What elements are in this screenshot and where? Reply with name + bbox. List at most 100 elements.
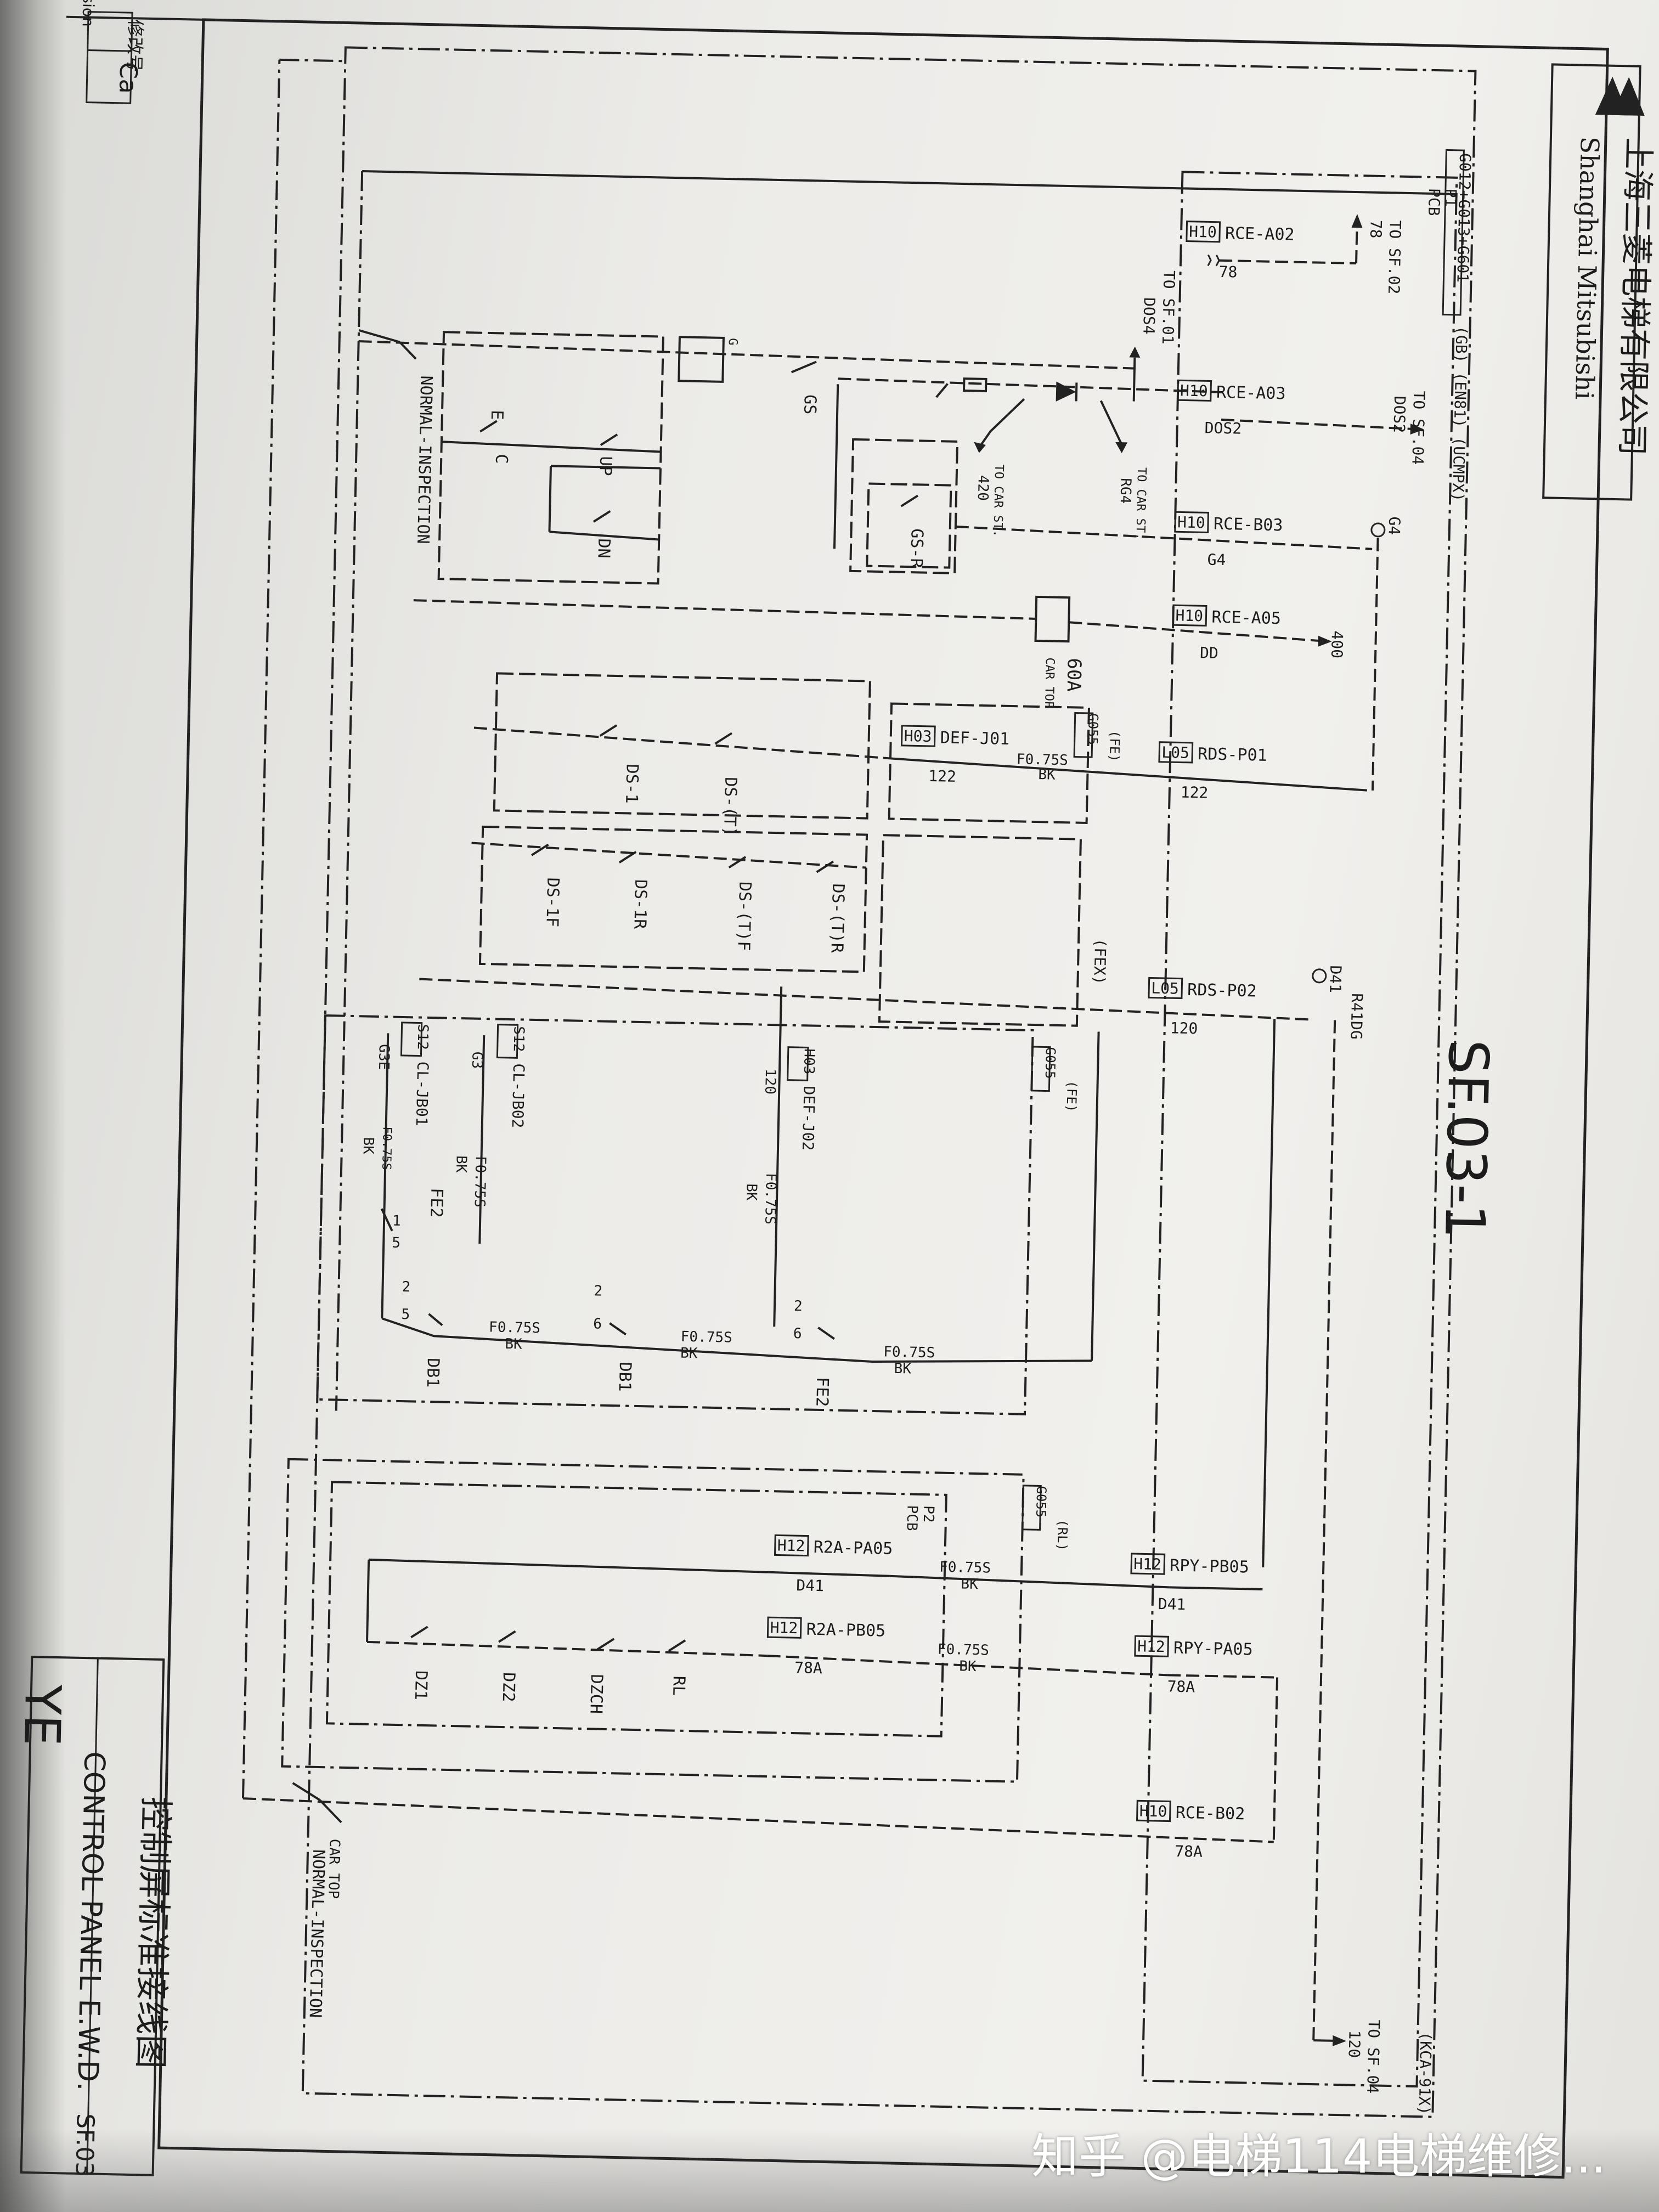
c-label: C: [492, 454, 511, 464]
schematic-label: F0.75S: [379, 1126, 394, 1170]
ds-tr-label: DS-(T)R: [827, 883, 848, 953]
schematic-label: D41: [796, 1576, 824, 1595]
schematic-label: DOS2: [1390, 396, 1409, 433]
board-pcb: PCB: [1425, 188, 1443, 216]
schematic-label: RCE-B02: [1175, 1803, 1245, 1824]
rce-a02: H10 RCE-A02 78 TO SF.02 78: [1186, 214, 1404, 295]
company-block: 上海三菱电梯有限公司 Shanghai Mitsubishi: [1542, 63, 1657, 501]
rl-block: [281, 1458, 1025, 1783]
gs-label: GS: [800, 394, 820, 415]
rds-p02: L05 RDS-P02 120 D41 R41DG: [419, 965, 1366, 1568]
board-top: G012+G013+G601: [1453, 153, 1474, 283]
dzch-label: DZCH: [586, 1674, 606, 1714]
dz1-label: DZ1: [411, 1671, 431, 1701]
schematic-label: H10: [1175, 606, 1203, 625]
schematic-label: 2: [594, 1283, 602, 1299]
schematic-label: F0.75S: [680, 1329, 732, 1346]
title-en: CONTROL PANEL E.W.D.: [71, 1751, 111, 2091]
title-block: 控制屏标准接线图 CONTROL PANEL E.W.D. SF.03 YE: [13, 1655, 176, 2177]
schematic-label: DEF-J01: [940, 728, 1009, 749]
schematic-label: 5: [401, 1306, 410, 1323]
schematic-label: 6: [593, 1316, 602, 1332]
schematic-label: L05: [1151, 979, 1179, 997]
fuse-sub: CAR TOP: [1042, 657, 1057, 708]
schematic-label: 122: [1180, 783, 1208, 802]
schematic-label: D41: [1326, 965, 1345, 993]
schematic-label: F0.75S: [1017, 751, 1069, 769]
title-code: YE: [13, 1683, 71, 1746]
schematic-label: 78A: [1167, 1677, 1195, 1696]
rpy-pa05: H12 RPY-PA05 78A: [1134, 1635, 1279, 1842]
db1-right: DB1: [615, 1362, 635, 1392]
schematic-label: S12: [414, 1024, 431, 1050]
fe2-upper: FE2: [426, 1188, 446, 1218]
normal-inspection-top: NORMAL-INSPECTION: [413, 375, 436, 544]
schematic-label: BK: [894, 1361, 911, 1378]
schematic-label: H10: [1139, 1802, 1167, 1820]
ds1r-label: DS-1R: [630, 879, 650, 930]
schematic-label: R2A-PB05: [806, 1620, 885, 1641]
dz2-label: DZ2: [499, 1672, 518, 1702]
schematic-label: H03: [904, 727, 932, 746]
cl-jb02: S12 CL-JB02 G3: [469, 1024, 528, 1128]
sheet-id: SF.03-1: [1432, 1039, 1501, 1239]
rce-a05: 60A CAR TOP H10 RCE-A05 DD 400: [413, 595, 1346, 708]
e-label: E: [487, 410, 506, 420]
schematic-label: H10: [1189, 223, 1217, 241]
revision-block: 修改号 sion Ca: [79, 0, 146, 104]
panel-boundary: [301, 46, 1477, 2118]
schematic-label: R2A-PA05: [813, 1538, 893, 1559]
schematic-label: H12: [1137, 1637, 1165, 1656]
door-switch-block-fe: [473, 672, 1091, 824]
cl-jb01: S12 CL-JB01 G3E: [375, 1022, 432, 1126]
schematic-label: RG4: [1117, 478, 1134, 504]
schematic-label: RCE-B03: [1214, 515, 1283, 535]
schematic-label: G4: [1385, 516, 1404, 535]
schematic-label: F0.75S: [761, 1173, 779, 1225]
schematic-label: 120: [1170, 1019, 1198, 1037]
schematic-label: TO SF.02: [1385, 220, 1404, 295]
to-sf01: TO SF.01: [1159, 270, 1178, 345]
schematic-label: TO CAR ST.: [1133, 467, 1148, 540]
schematic-label: BK: [453, 1155, 470, 1173]
schematic-label: F0.75S: [489, 1319, 541, 1336]
inspection-switch-block: [358, 329, 665, 585]
schematic-label: PCB: [903, 1505, 920, 1531]
schematic-label: 78: [1218, 263, 1237, 281]
fex-label: (FEX): [1090, 938, 1109, 985]
box1-sub: (FE): [1107, 730, 1122, 762]
schematic-label: 120: [761, 1069, 778, 1095]
schematic-label: R41DG: [1347, 993, 1366, 1040]
db1-left: DB1: [423, 1358, 443, 1388]
door-switch-block-fex: [471, 825, 1082, 1027]
schematic-label: DEF-J02: [799, 1086, 818, 1151]
schematic-label: 1: [392, 1213, 401, 1229]
fe2-lower: FE2: [812, 1377, 832, 1407]
board-kca: (KCA-91X): [1415, 2032, 1435, 2115]
schematic-label: BK: [680, 1345, 698, 1362]
box2-sub: (FE): [1064, 1080, 1080, 1112]
schematic-label: RPY-PA05: [1173, 1639, 1253, 1660]
company-name-cn: 上海三菱电梯有限公司: [1613, 137, 1657, 456]
rds-p01: L05 RDS-P01 122: [890, 741, 1368, 802]
schematic-label: S12: [510, 1026, 527, 1052]
schematic-label: 78: [1367, 219, 1385, 238]
rl-label: RL: [669, 1675, 689, 1696]
schematic-label: BK: [360, 1137, 377, 1154]
board-options: (GB) (EN81) (UCMPX): [1449, 326, 1471, 502]
schematic-label: RCE-A03: [1216, 383, 1286, 404]
up-label: UP: [596, 456, 616, 476]
normal-inspection-bottom: NORMAL-INSPECTION: [306, 1849, 328, 2018]
watermark: 知乎 @电梯114电梯维修...: [1031, 2129, 1606, 2184]
schematic-label: L05: [1161, 743, 1189, 762]
schematic-label: TO SF.04: [1363, 2019, 1383, 2094]
schematic-label: 2: [794, 1298, 803, 1314]
schematic-label: DD: [1200, 644, 1218, 662]
schematic-label: 5: [392, 1235, 400, 1251]
board-p2: P2: [920, 1505, 937, 1523]
title-cn: 控制屏标准接线图: [131, 1796, 176, 2069]
page-shadow: [0, 0, 66, 2212]
schematic-label: DOS2: [1204, 419, 1242, 437]
